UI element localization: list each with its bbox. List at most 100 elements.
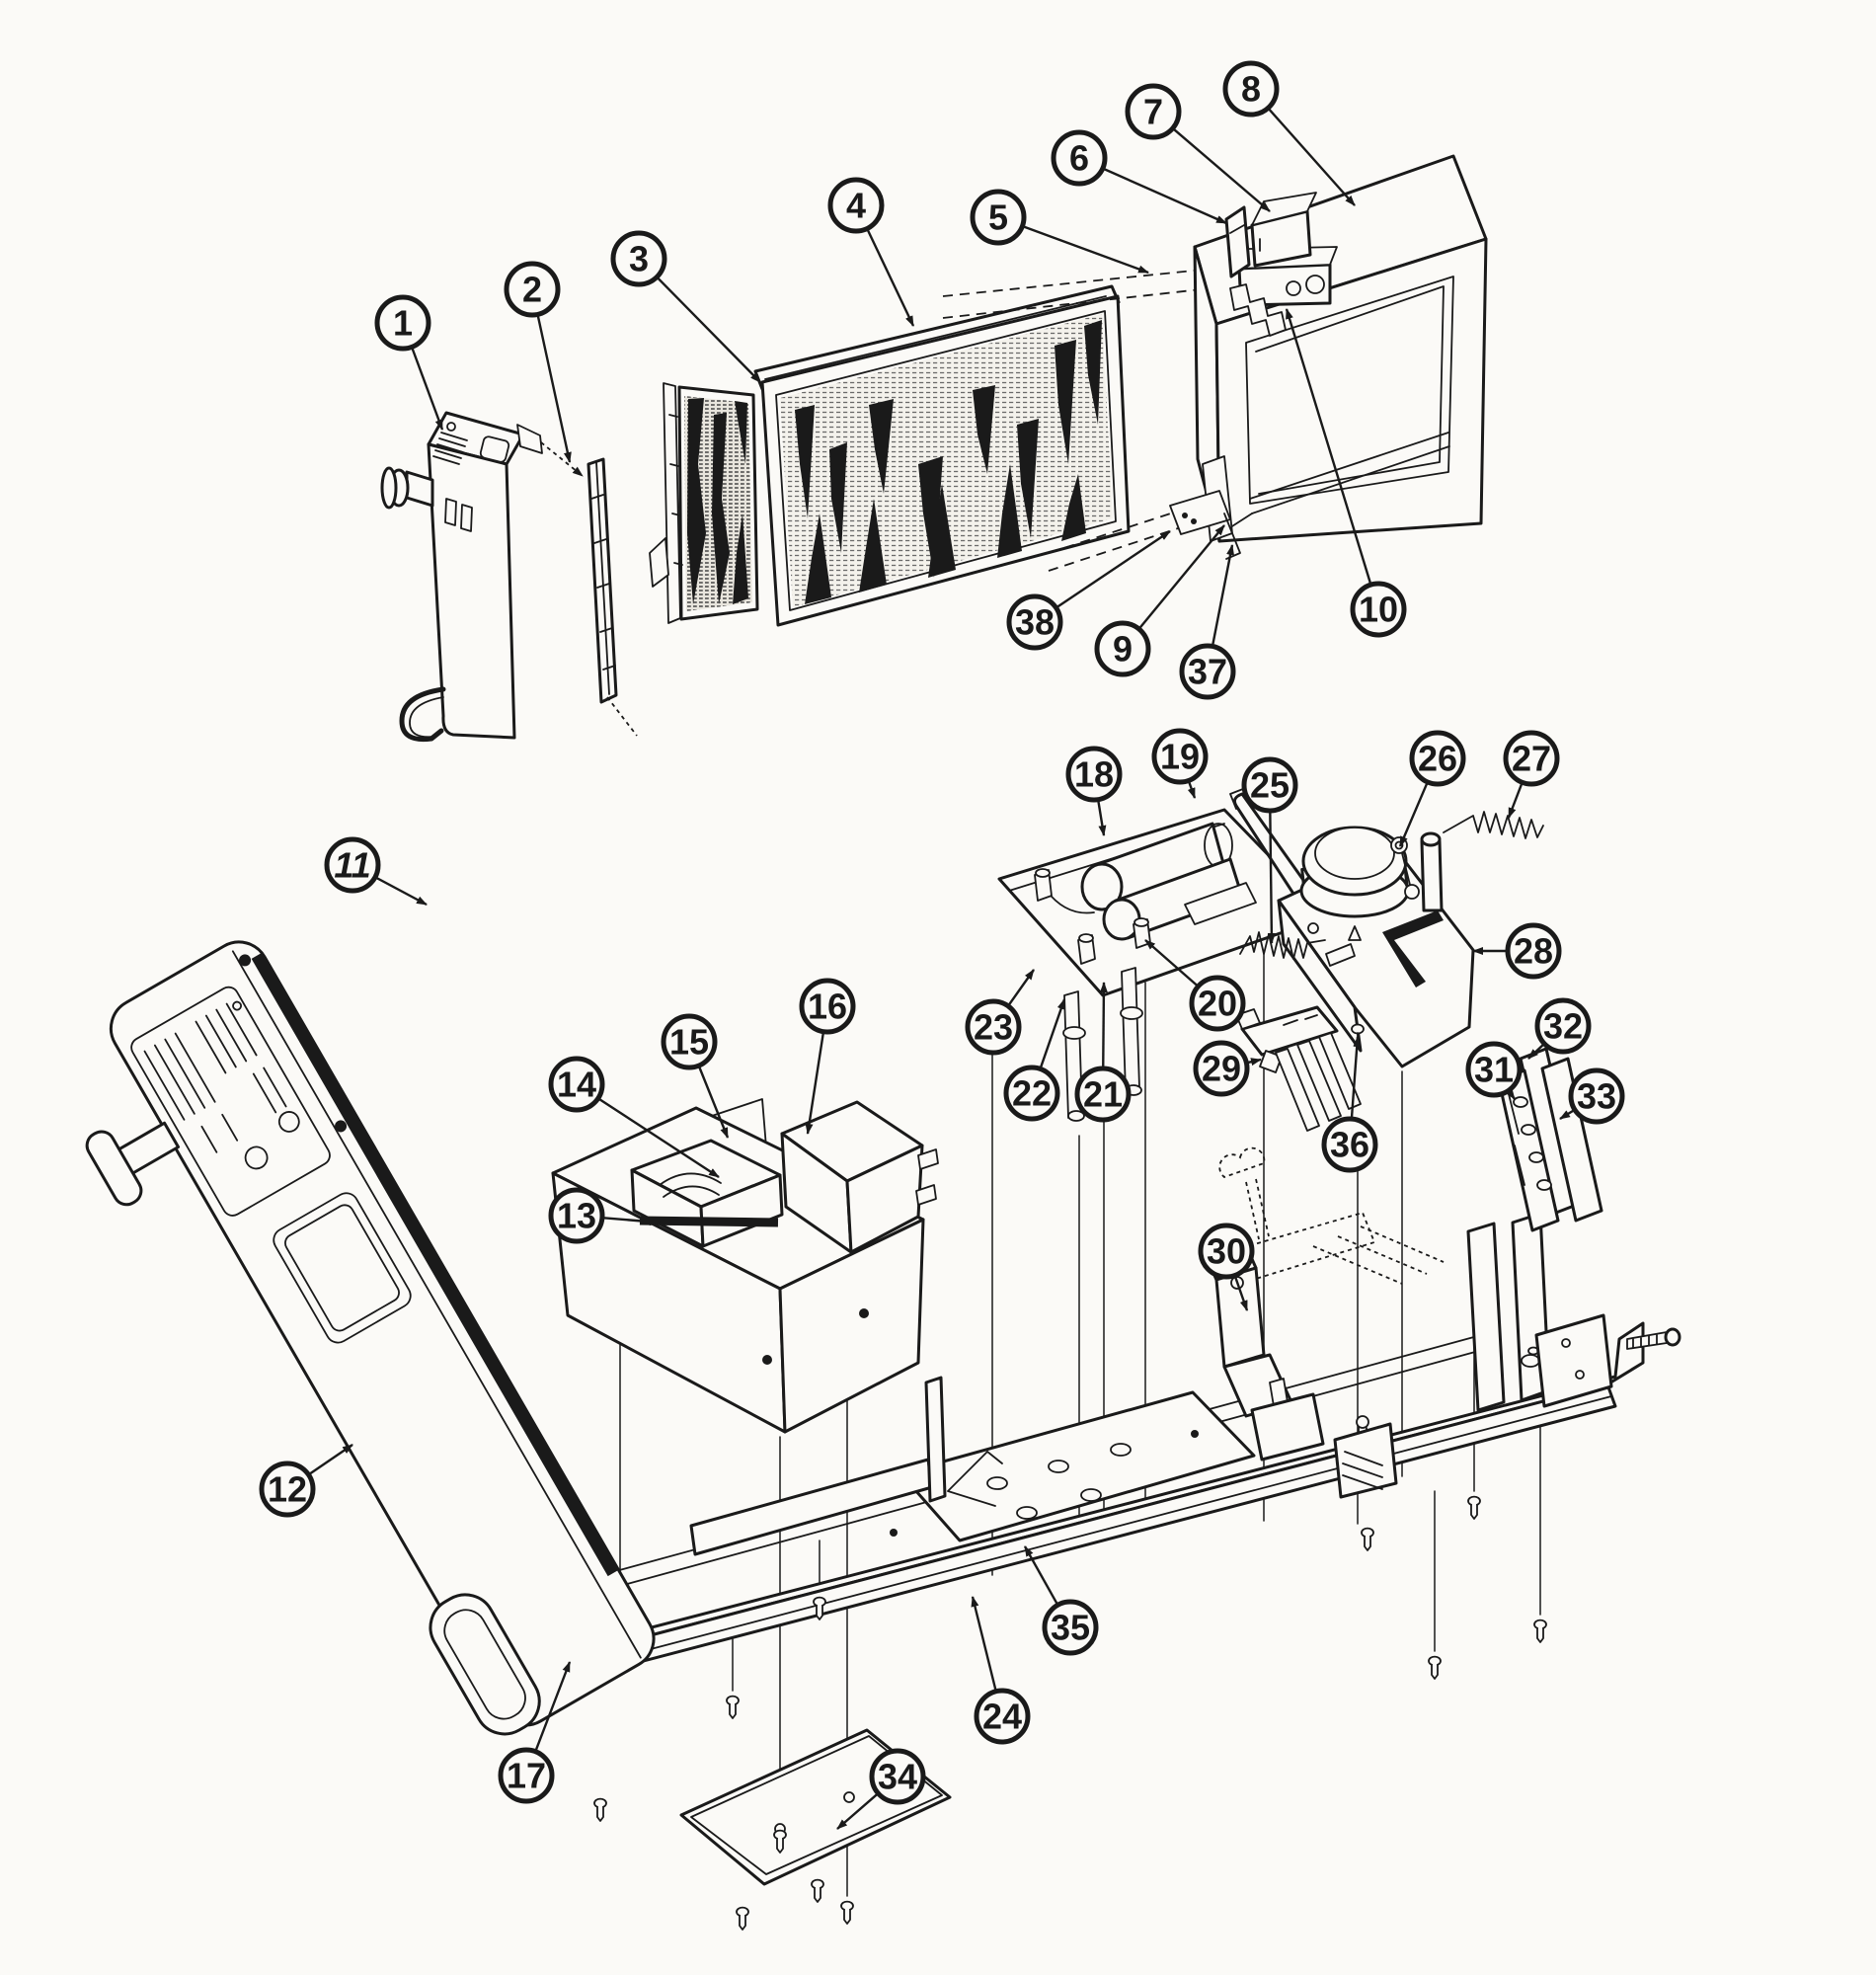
- callout-38: 38: [1006, 530, 1171, 651]
- callout-number-10: 10: [1359, 590, 1398, 630]
- callout-number-32: 32: [1543, 1006, 1583, 1047]
- callout-27: 27: [1503, 730, 1560, 819]
- callout-37: 37: [1179, 544, 1236, 700]
- callout-leader-1: [410, 346, 444, 431]
- callout-leader-19: [1187, 780, 1197, 799]
- callout-leader-16: [805, 1031, 825, 1135]
- callout-leader-29: [1246, 1058, 1262, 1066]
- callout-leader-38: [1055, 530, 1171, 609]
- callout-number-12: 12: [268, 1469, 307, 1510]
- callout-circle-7: [1125, 83, 1182, 140]
- callout-leader-7: [1171, 126, 1271, 212]
- callout-circle-18: [1065, 746, 1123, 803]
- callout-circle-10: [1350, 581, 1407, 638]
- callout-number-4: 4: [846, 186, 866, 226]
- callout-number-22: 22: [1012, 1073, 1052, 1114]
- callout-number-20: 20: [1198, 984, 1237, 1024]
- callout-32: 32: [1527, 997, 1592, 1060]
- callout-number-17: 17: [507, 1756, 546, 1796]
- callout-leader-36: [1350, 1036, 1362, 1120]
- spring-mount-block: [1333, 1415, 1398, 1499]
- callout-circle-24: [974, 1688, 1031, 1745]
- callout-14: 14: [548, 1056, 720, 1179]
- board-posts: [1034, 868, 1151, 965]
- callout-circle-20: [1189, 975, 1246, 1032]
- callout-number-29: 29: [1202, 1049, 1241, 1089]
- callout-leader-23: [1007, 969, 1035, 1007]
- link-26: [1390, 836, 1420, 900]
- callout-22: 22: [1003, 998, 1066, 1122]
- part-5-6-7-switch-assembly: [1224, 192, 1338, 337]
- callout-leader-32: [1527, 1042, 1545, 1060]
- callout-circle-13: [548, 1187, 605, 1244]
- part-30-bracket: [1207, 1146, 1445, 1462]
- callout-leader-11: [374, 876, 428, 907]
- callout-number-13: 13: [557, 1196, 596, 1236]
- callout-25: 25: [1241, 756, 1298, 944]
- callout-number-30: 30: [1207, 1231, 1246, 1272]
- side-screw: [1626, 1327, 1681, 1350]
- callout-number-14: 14: [557, 1065, 596, 1105]
- callout-34: 34: [836, 1748, 926, 1830]
- callout-circle-29: [1193, 1040, 1250, 1097]
- part-12-chassis-panel: [85, 940, 656, 1736]
- callout-circle-1: [374, 294, 431, 352]
- callout-circle-35: [1042, 1599, 1099, 1656]
- callout-circle-38: [1006, 593, 1063, 651]
- callout-leader-3: [656, 276, 761, 383]
- part-31-33-contact-plates: [1497, 1047, 1603, 1232]
- callout-number-34: 34: [878, 1757, 917, 1797]
- callout-circle-30: [1198, 1223, 1255, 1280]
- alignment-dashed-lines: [942, 266, 1233, 572]
- callout-number-7: 7: [1143, 92, 1163, 132]
- callout-2: 2: [504, 261, 572, 463]
- callout-leader-37: [1211, 544, 1235, 647]
- callout-31: 31: [1465, 1041, 1523, 1100]
- callout-number-21: 21: [1083, 1074, 1123, 1115]
- callout-circle-2: [504, 261, 561, 318]
- callout-circle-22: [1003, 1065, 1060, 1122]
- callout-19: 19: [1151, 728, 1209, 799]
- callout-number-26: 26: [1418, 739, 1457, 779]
- callout-12: 12: [259, 1444, 353, 1518]
- callout-28: 28: [1472, 922, 1562, 980]
- callout-circle-16: [799, 978, 856, 1035]
- callout-number-36: 36: [1330, 1125, 1369, 1165]
- door-zigzag: [687, 398, 748, 604]
- callout-leader-22: [1039, 998, 1066, 1069]
- callout-number-24: 24: [982, 1697, 1022, 1737]
- callout-number-5: 5: [988, 198, 1008, 238]
- callout-circle-25: [1241, 756, 1298, 814]
- callout-leader-25: [1267, 810, 1276, 944]
- callout-circle-3: [610, 230, 667, 287]
- callout-1: 1: [374, 294, 444, 431]
- callout-10: 10: [1285, 308, 1407, 638]
- callout-29: 29: [1193, 1040, 1262, 1097]
- callout-number-33: 33: [1577, 1076, 1616, 1117]
- callout-number-2: 2: [522, 270, 542, 310]
- callout-leader-17: [534, 1661, 572, 1753]
- callout-20: 20: [1144, 939, 1246, 1032]
- callout-21: 21: [1074, 982, 1132, 1123]
- callout-leader-27: [1507, 781, 1524, 819]
- callout-number-6: 6: [1069, 138, 1089, 179]
- part-8-frame: [1169, 154, 1488, 560]
- callout-circle-17: [498, 1747, 555, 1804]
- part-29-bracket: [1235, 1005, 1362, 1132]
- callout-8: 8: [1222, 60, 1356, 206]
- callout-leader-9: [1137, 524, 1225, 630]
- callout-leader-20: [1144, 939, 1200, 988]
- callout-leader-6: [1102, 167, 1227, 225]
- callout-33: 33: [1559, 1067, 1625, 1125]
- callout-number-3: 3: [629, 239, 649, 279]
- callout-leader-33: [1559, 1108, 1576, 1121]
- callout-circle-8: [1222, 60, 1280, 118]
- callout-number-38: 38: [1015, 602, 1055, 643]
- knob: [380, 466, 434, 510]
- part-13-16-control-unit: [551, 1098, 939, 1434]
- callout-leader-26: [1398, 781, 1429, 847]
- callout-circle-27: [1503, 730, 1560, 787]
- callout-circle-9: [1094, 620, 1151, 677]
- callout-11: 11: [324, 836, 428, 907]
